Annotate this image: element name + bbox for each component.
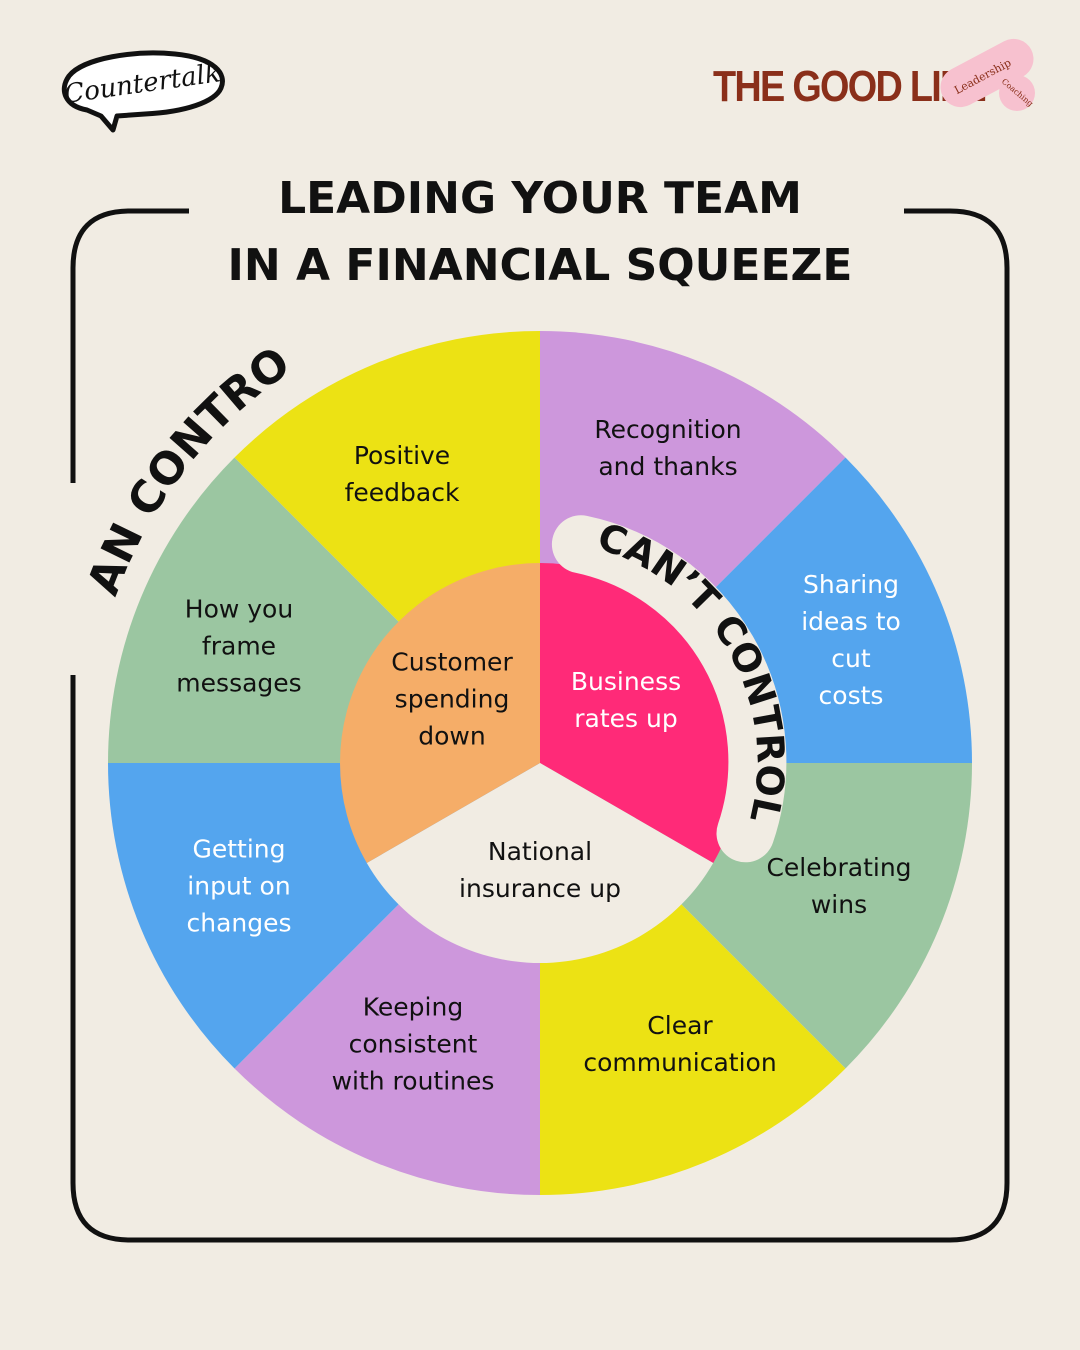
label-line: How you [184, 594, 294, 624]
inner-segment-customer-label: Customer spending down [391, 644, 512, 755]
label-line: insurance up [459, 874, 621, 903]
label-line: with routines [331, 1066, 495, 1096]
segment-celebrating-label: Celebrating wins [766, 849, 911, 923]
label-line: cut [831, 644, 871, 673]
segment-how-you-label: How you frame messages [176, 591, 301, 702]
segment-sharing-label: Sharing ideas to cut costs [801, 566, 901, 714]
title-line-1: LEADING YOUR TEAM [278, 173, 802, 224]
label-line: feedback [344, 478, 460, 507]
label-line: Sharing [803, 570, 899, 599]
label-line: Positive [353, 441, 451, 470]
title-line-2: IN A FINANCIAL SQUEEZE [227, 240, 853, 291]
label-line: Getting [192, 834, 286, 864]
segment-recognition-label: Recognition and thanks [594, 411, 741, 485]
label-line: Keeping [362, 992, 464, 1022]
label-line: Clear [647, 1011, 713, 1040]
label-line: frame [201, 631, 277, 661]
inner-segment-national-label: National insurance up [459, 833, 621, 907]
label-line: Celebrating [766, 853, 912, 882]
label-line: down [418, 721, 486, 751]
label-line: costs [818, 681, 884, 710]
label-line: National [487, 837, 593, 866]
label-line: Customer [391, 647, 513, 677]
label-line: spending [394, 684, 510, 714]
label-line: Recognition [594, 415, 742, 444]
label-line: input on [187, 871, 291, 901]
label-line: changes [186, 908, 292, 938]
label-line: consistent [348, 1029, 478, 1059]
label-line: wins [810, 890, 868, 919]
label-line: messages [176, 668, 302, 698]
the-good-life-logo: THE GOOD LIFE Leadership Coaching [705, 35, 1045, 120]
label-line: ideas to [801, 607, 901, 636]
label-line: communication [583, 1048, 777, 1077]
page-title: LEADING YOUR TEAM IN A FINANCIAL SQUEEZE [0, 165, 1080, 299]
segment-keeping-label: Keeping consistent with routines [332, 989, 495, 1100]
segment-positive-label: Positive feedback [345, 437, 460, 511]
label-line: Business [570, 667, 682, 696]
label-line: rates up [574, 704, 678, 733]
segment-clear-label: Clear communication [583, 1007, 776, 1081]
inner-segment-business-label: Business rates up [571, 663, 681, 737]
inner-segment-customer [340, 563, 540, 863]
label-line: and thanks [598, 452, 738, 481]
countertalk-logo: Countertalk [62, 50, 225, 133]
segment-getting-label: Getting input on changes [186, 831, 291, 942]
